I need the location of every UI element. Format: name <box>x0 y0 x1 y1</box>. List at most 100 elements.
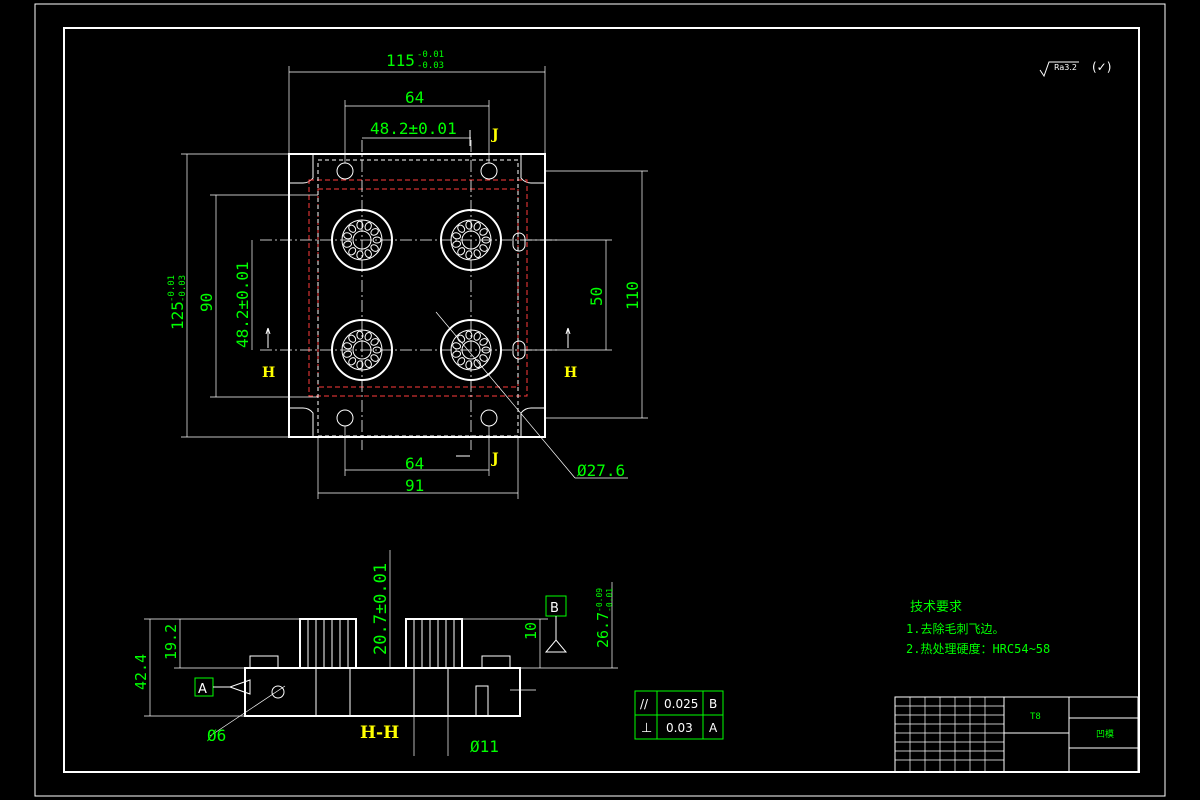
bore-void-right <box>413 667 449 717</box>
tol-value-perpendicular: 0.03 <box>666 721 693 735</box>
gear-tooth-pocket <box>364 359 372 368</box>
dim-bore-diameter: Ø27.6 <box>577 461 625 480</box>
dim-42-4: 42.4 <box>132 654 150 690</box>
gear-tooth-pocket <box>473 222 481 231</box>
dim-64-bottom: 64 <box>405 454 424 473</box>
gear-tooth-pocket <box>465 220 473 230</box>
dim-dia-11: Ø11 <box>470 737 499 756</box>
counterbore-right <box>481 655 511 669</box>
gear-tooth-pocket <box>457 357 466 366</box>
gear-tooth-pocket <box>465 330 473 340</box>
gear-bore-bl <box>331 319 393 381</box>
counterbore-left <box>249 655 279 669</box>
gear-tooth-pocket <box>479 244 488 252</box>
title-block <box>894 696 1139 773</box>
dim-10: 10 <box>522 622 540 640</box>
hidden-outline <box>317 159 519 437</box>
title-block-material: T8 <box>1030 712 1041 722</box>
section-view <box>144 550 618 756</box>
plate-outline <box>288 153 546 438</box>
gear-tooth-pocket <box>356 360 364 370</box>
section-arrow-j <box>456 130 471 457</box>
dim-50: 50 <box>587 287 606 306</box>
gear-tooth-pocket <box>370 338 379 346</box>
dim-26-7-tol-lower: -0.01 <box>605 588 614 612</box>
gear-tooth-pocket <box>364 332 372 341</box>
corner-pocket-bl <box>288 407 314 438</box>
dim-dia-6: Ø6 <box>207 726 226 745</box>
gear-tooth-pocket <box>348 247 357 256</box>
gear-tooth-pocket <box>465 250 473 260</box>
dowel-slot-upper <box>512 232 526 252</box>
drawing-frame <box>63 27 1140 773</box>
datum-a-label: A <box>198 682 207 697</box>
datum-b-label: B <box>550 601 559 616</box>
gear-tooth-pocket <box>372 346 382 354</box>
inner-pocket-inner <box>317 188 519 388</box>
dim-91: 91 <box>405 476 424 495</box>
roughness-value: Ra3.2 <box>1054 63 1077 72</box>
bore-void-left <box>315 667 351 717</box>
dim-115-tol-lower: -0.03 <box>417 61 444 71</box>
screw-hole-br <box>480 409 498 427</box>
section-label-h-left: H <box>262 365 275 381</box>
screw-hole-tl <box>336 162 354 180</box>
dim-125-tol-upper: -0.01 <box>167 275 177 302</box>
datum-b-triangle <box>544 616 568 653</box>
corner-pocket-tl <box>288 153 314 184</box>
section-body <box>244 667 521 717</box>
gear-tooth-pocket <box>457 334 466 343</box>
gear-tooth-pocket <box>457 224 466 233</box>
inner-pocket-outer <box>308 179 528 397</box>
gear-tooth-pocket <box>479 354 488 362</box>
screw-hole-bl <box>336 409 354 427</box>
gear-tooth-pocket <box>364 222 372 231</box>
gear-tooth-pocket <box>348 334 357 343</box>
gear-tooth-pocket <box>473 359 481 368</box>
gear-tooth-pocket <box>479 338 488 346</box>
tech-req-title: 技术要求 <box>910 600 962 615</box>
gear-tooth-pocket <box>356 330 364 340</box>
dim-125: 125 <box>168 301 187 330</box>
gear-bore-br <box>440 319 502 381</box>
dim-48-top: 48.2±0.01 <box>370 119 457 138</box>
section-label-h-right: H <box>564 365 577 381</box>
roughness-suffix: (✓) <box>1092 60 1111 74</box>
tol-datum-a: A <box>709 721 718 735</box>
tech-req-item-2: 2.热处理硬度：HRC54~58 <box>906 641 1050 656</box>
gear-tooth-pocket <box>343 350 353 358</box>
datum-a-triangle <box>213 679 251 695</box>
dim-19-2: 19.2 <box>162 624 180 660</box>
dim-26-7: 26.7 <box>594 612 612 648</box>
dim-115-tol-upper: -0.01 <box>417 50 444 60</box>
corner-pocket-tr <box>520 153 546 184</box>
title-block-part-name: 凹模 <box>1096 729 1114 740</box>
gear-tooth-pocket <box>473 332 481 341</box>
gear-teeth <box>343 220 491 370</box>
sheet-border <box>34 3 1166 797</box>
section-arrow-left <box>265 327 271 348</box>
gear-tooth-pocket <box>364 249 372 258</box>
roughness-symbol <box>1039 61 1079 78</box>
pin-hole-left <box>271 685 285 699</box>
gear-tooth-pocket <box>343 342 353 350</box>
gear-tooth-pocket <box>370 244 379 252</box>
gear-tooth-pocket <box>452 350 462 358</box>
dim-64-top: 64 <box>405 88 424 107</box>
gear-tooth-pocket <box>348 357 357 366</box>
gear-tooth-pocket <box>452 240 462 248</box>
gear-tooth-pocket <box>481 346 491 354</box>
section-title: H-H <box>360 723 399 743</box>
gear-bore-tr <box>440 209 502 271</box>
gear-tooth-pocket <box>481 236 491 244</box>
gear-boss-left <box>299 618 357 669</box>
gear-tooth-pocket <box>479 228 488 236</box>
dim-20-7: 20.7±0.01 <box>371 563 391 655</box>
top-view <box>181 66 648 499</box>
gear-tooth-pocket <box>452 342 462 350</box>
gear-tooth-pocket <box>473 249 481 258</box>
gear-tooth-pocket <box>452 232 462 240</box>
dim-115: 115 <box>386 51 415 70</box>
gear-bore-tl <box>331 209 393 271</box>
